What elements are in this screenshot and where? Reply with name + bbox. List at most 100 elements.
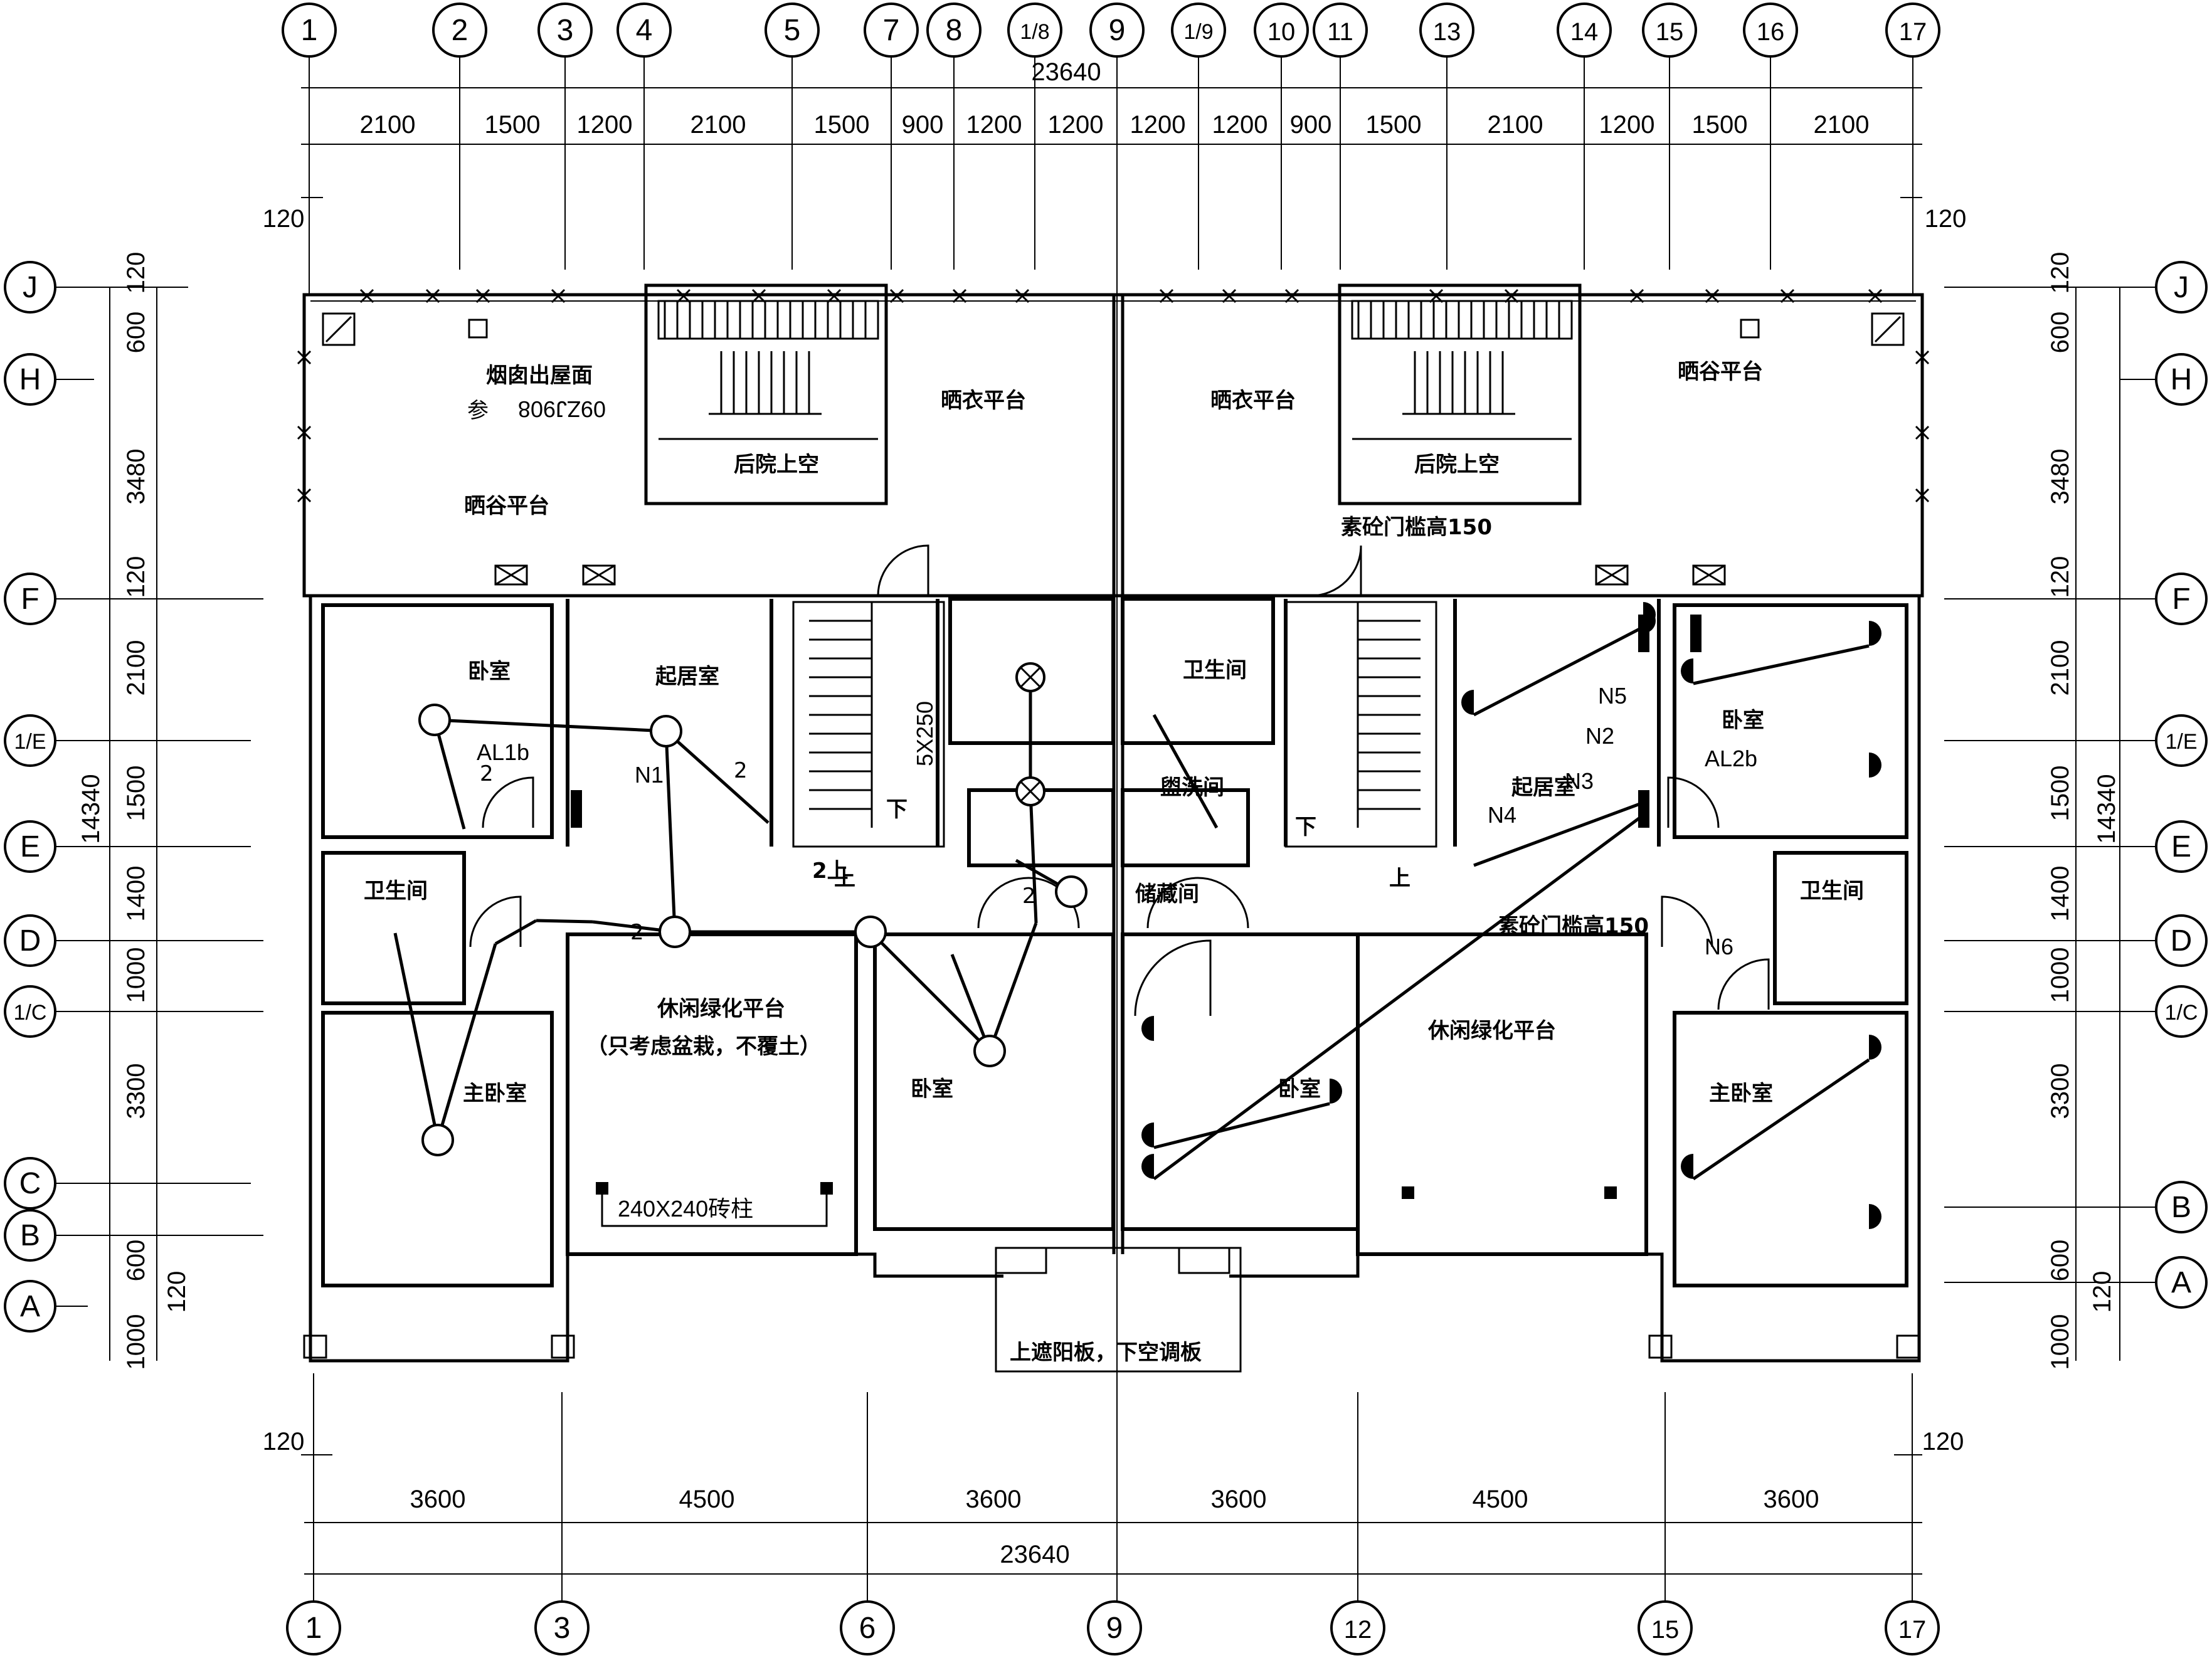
room-label: 晒谷平台 [1678,359,1763,384]
axis-label: 1/C [14,1001,47,1025]
dim-segment: 3300 [2046,1064,2074,1119]
room-label: 素砼门槛高150 [1498,914,1649,939]
dim-segment: 4500 [679,1486,735,1513]
bottom-right-offset: 120 [1922,1428,1964,1455]
circuit-label: N3 [1565,768,1594,794]
axis-label: 12 [1344,1616,1372,1644]
axis-label: D [19,924,41,958]
axis-label: 9 [1106,1612,1123,1645]
bottom-total-dimension: 23640 [1000,1541,1069,1568]
axis-label: E [20,830,40,863]
room-label: 晒衣平台 [1210,388,1296,413]
axis-label: 13 [1433,18,1461,46]
left-total-dimension: 14340 [77,774,105,843]
parapet-cross-marks [297,288,1930,503]
axis-label: 1/E [2165,730,2197,754]
room-label: 参 [467,398,489,423]
axis-label: C [19,1167,41,1200]
axis-label: 4 [636,14,653,47]
axis-label: H [2171,363,2193,396]
dim-segment: 1500 [2046,766,2074,821]
axis-label: D [2171,924,2193,958]
dim-segment: 3480 [122,449,150,505]
dim-segment: 2100 [1488,111,1543,139]
axis-label: 3 [554,1612,571,1645]
axis-label: 17 [1898,1616,1927,1644]
axis-label: 9 [1109,14,1126,47]
dim-segment: 3600 [966,1486,1022,1513]
dim-segment: 1500 [122,766,150,821]
left-segment-dimensions: 120 600 3480 120 2100 1500 1400 1000 330… [122,252,191,1370]
dim-segment: 120 [2046,252,2074,294]
room-label: 储藏间 [1135,882,1199,907]
top-segment-dimensions: 2100 1500 1200 2100 1500 900 1200 1200 1… [360,111,1870,139]
circuit-label: N4 [1488,802,1516,828]
axis-label: 1/8 [1020,20,1049,44]
room-label: 起居室 [1511,775,1575,800]
dim-segment: 900 [1290,111,1332,139]
room-label: 起居室 [655,664,719,689]
dim-segment: 1000 [122,1314,150,1370]
wire-count: 2 [734,758,748,783]
axis-label: 11 [1327,18,1353,46]
right-dimension-lines [2075,287,2120,1361]
room-label: 卧室 [911,1077,953,1102]
room-label: 上遮阳板，下空调板 [1010,1340,1202,1365]
wall-lamps [1141,602,1881,1229]
dim-segment: 600 [122,312,150,354]
circuit-label: N1 [635,762,664,788]
backyard-stair-hatch-right [1357,301,1560,415]
dim-segment: 120 [122,556,150,598]
distribution-panels [571,615,1701,828]
left-dimension-lines [109,287,157,1361]
dim-segment: 600 [2046,312,2074,354]
dim-segment: 120 [163,1271,191,1313]
top-axis-labels: 1 2 3 4 5 7 8 1/8 9 1/9 10 11 13 14 15 1… [301,14,1927,47]
room-label: 卧室 [1722,708,1764,733]
axis-label: 16 [1757,18,1785,46]
dim-segment: 600 [122,1240,150,1282]
axis-label: B [20,1219,40,1252]
dim-segment: 1000 [2046,948,2074,1003]
dim-segment: 1000 [122,948,150,1003]
dim-segment: 3600 [1211,1486,1267,1513]
axis-label: 1/C [2165,1001,2198,1025]
dim-segment: 1500 [485,111,541,139]
dim-segment: 3480 [2046,449,2074,505]
right-axis-bubbles [2155,261,2208,1309]
axis-label: 17 [1899,18,1927,46]
dim-segment: 1200 [1048,111,1104,139]
top-total-dimension: 23640 [1031,58,1101,86]
room-label: 240X240砖柱 [618,1196,753,1222]
bottom-segment-dimensions: 3600 4500 3600 3600 4500 3600 [410,1486,1819,1513]
dim-segment: 3300 [122,1064,150,1119]
room-label: （只考虑盆栽，不覆土） [586,1034,821,1059]
room-label: 主卧室 [1709,1081,1773,1106]
dim-segment: 600 [2046,1240,2074,1282]
room-label: 下 [886,797,908,822]
bottom-left-offset: 120 [263,1428,305,1455]
room-label: 盥洗间 [1160,775,1224,800]
dim-segment: 120 [2088,1271,2116,1313]
room-labels: 晒谷平台 烟囱出屋面 参 09ZJ908 晒衣平台 晒衣平台 后院上空 后院上空… [364,359,1864,1365]
circuit-label: N2 [1585,723,1614,749]
top-dimension-lines [301,87,1922,198]
axis-label: 1 [305,1612,322,1645]
wire-count: 2 [630,920,644,945]
room-label: 卫生间 [1800,879,1864,904]
dim-segment: 900 [902,111,944,139]
wire-count: 2 [480,761,494,786]
axis-label: F [2172,583,2190,616]
top-right-offset: 120 [1925,205,1967,233]
room-label: 2上 [812,858,849,884]
room-label: 卧室 [1278,1077,1321,1102]
lighting-wires [393,625,1870,1181]
axis-label: 1/9 [1183,20,1213,44]
dim-segment: 1400 [2046,866,2074,922]
dim-segment: 1000 [2046,1314,2074,1370]
interior-walls-right [1121,597,1908,1287]
dim-segment: 1200 [1212,111,1268,139]
room-label: 卧室 [468,659,511,684]
chimney-symbols [322,312,1905,586]
